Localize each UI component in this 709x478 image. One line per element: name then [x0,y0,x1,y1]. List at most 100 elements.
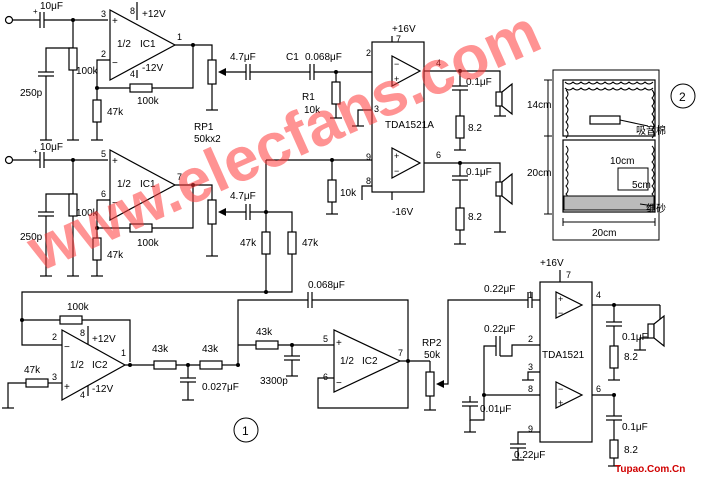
svg-text:2: 2 [366,48,371,58]
svg-text:−: − [394,166,399,176]
input-stage-top: + 10μF 250p 100k [4,1,108,141]
svg-text:1: 1 [242,424,249,438]
input-stage-bottom: + 10μF 250p 100k [4,142,108,277]
vcc-m12-top: -12V [142,63,163,74]
svg-text:3: 3 [101,9,106,19]
sand-label: 细砂 [646,202,666,215]
svg-text:47k: 47k [107,250,124,261]
svg-text:9: 9 [366,152,371,162]
svg-text:7: 7 [398,348,403,358]
tda1521a: +16V 7 2 − + 3 TDA1521A + − 9 8 -16V 4 6 [352,24,460,218]
svg-text:43k: 43k [256,327,273,338]
svg-text:0.1μF: 0.1μF [466,77,492,88]
svg-text:10k: 10k [340,188,357,199]
ic2-stage-1: 100k − + 1/2 IC2 2 3 8 +12V 4 -12V 1 47k [2,302,154,409]
svg-text:250p: 250p [20,232,43,243]
svg-text:5cm: 5cm [632,180,651,191]
r100k-fb-top: 100k [137,96,160,107]
svg-text:IC1: IC1 [140,179,156,190]
figure-1-marker [233,417,259,443]
svg-text:43k: 43k [202,344,219,355]
input-terminal-top [4,15,14,25]
svg-text:100k: 100k [76,208,99,219]
svg-text:8.2: 8.2 [468,123,482,134]
svg-text:−: − [558,384,563,394]
svg-text:100k: 100k [137,238,160,249]
svg-text:6: 6 [101,189,106,199]
svg-text:4: 4 [130,69,135,79]
svg-text:7: 7 [566,270,571,280]
half-label: 1/2 [117,39,131,50]
footer-credit: Tupao.Com.Cn [615,464,685,475]
ic1-label-top: IC1 [140,39,156,50]
svg-text:+: + [394,151,399,161]
enclosure-drawing: 吸音棉 10cm 5cm 细砂 14cm 20cm 20cm 2 [527,69,696,241]
svg-text:-16V: -16V [392,207,413,218]
svg-text:-12V: -12V [92,384,113,395]
svg-text:8: 8 [130,6,135,16]
rp1-value: 50kx2 [194,134,221,145]
svg-text:−: − [112,58,118,69]
svg-text:−: − [112,198,118,209]
svg-text:0.22μF: 0.22μF [484,284,515,295]
svg-text:+: + [558,294,563,304]
svg-text:0.1μF: 0.1μF [622,422,648,433]
cap-plus-sign: + [33,7,38,16]
c250p-top-label: 250p [20,88,43,99]
filter-stage: 43k 0.027μF 43k 0.068μF 43k 3300p [152,280,409,401]
svg-text:6: 6 [323,372,328,382]
svg-text:0.22μF: 0.22μF [514,450,545,461]
svg-text:8.2: 8.2 [624,352,638,363]
c4-7-top: 4.7μF [230,52,256,63]
tda1521a-label: TDA1521A [385,120,434,131]
svg-text:3: 3 [528,362,533,372]
output-top-1: 0.1μF 8.2 [452,69,513,151]
svg-text:8.2: 8.2 [624,445,638,456]
absorb-label: 吸音棉 [636,124,666,137]
output-top-2: 0.1μF 8.2 [452,161,513,245]
watermark-text: www.elecfans.com [17,0,551,285]
svg-text:1: 1 [121,348,126,358]
svg-text:+16V: +16V [392,24,416,35]
c0068-top: 0.068μF [305,52,342,63]
svg-text:+: + [112,156,118,167]
r100k-top-label: 100k [76,66,99,77]
svg-text:3300p: 3300p [260,376,288,387]
r1-label: R1 [302,92,315,103]
r10k-r1: 10k [304,105,321,116]
svg-text:+: + [394,74,399,84]
svg-text:−: − [558,308,563,318]
svg-text:5: 5 [101,149,106,159]
svg-text:47k: 47k [302,238,319,249]
svg-text:8: 8 [366,176,371,186]
svg-text:14cm: 14cm [527,100,551,111]
svg-text:0.1μF: 0.1μF [466,167,492,178]
svg-text:20cm: 20cm [527,168,551,179]
svg-text:1: 1 [177,32,182,42]
svg-text:+: + [558,398,563,408]
svg-text:20cm: 20cm [592,228,616,239]
svg-text:6: 6 [436,150,441,160]
svg-text:10μF: 10μF [40,142,63,153]
svg-text:−: − [336,378,342,389]
svg-text:1: 1 [528,290,533,300]
svg-text:47k: 47k [24,365,41,376]
svg-text:5: 5 [323,334,328,344]
svg-text:9: 9 [528,424,533,434]
svg-text:1/2: 1/2 [117,179,131,190]
svg-text:+: + [64,382,70,393]
svg-text:7: 7 [177,172,182,182]
svg-text:2: 2 [679,90,686,104]
svg-text:RP2: RP2 [422,338,442,349]
svg-text:100k: 100k [67,302,90,313]
ic1-bottom: + − 1/2 IC1 5 6 7 100k 47k [91,148,213,277]
rp1-label: RP1 [194,122,214,133]
svg-text:IC2: IC2 [92,360,108,371]
cap-in1-label: 10μF [40,1,63,12]
svg-text:4.7μF: 4.7μF [230,191,256,202]
svg-text:+: + [33,147,38,156]
svg-text:0.068μF: 0.068μF [308,280,345,291]
absorb-panel [589,115,621,125]
svg-text:8: 8 [528,384,533,394]
